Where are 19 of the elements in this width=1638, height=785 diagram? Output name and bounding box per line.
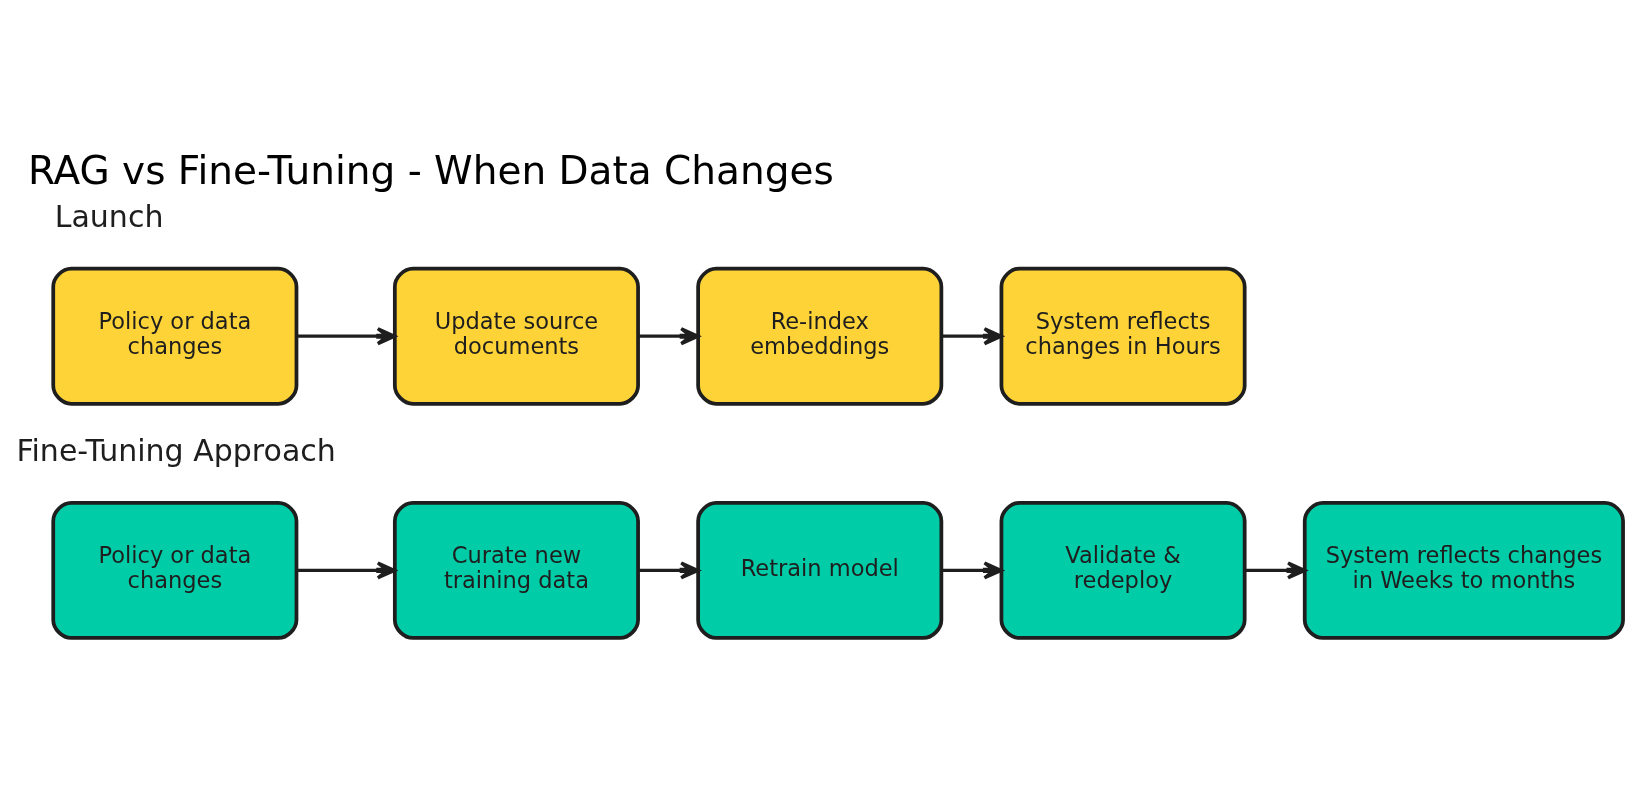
arrow xyxy=(296,561,397,580)
node-box: Retrain model xyxy=(696,501,944,640)
label: Fine-Tuning Approach xyxy=(16,432,336,468)
arrow xyxy=(941,327,1003,346)
arrow xyxy=(941,561,1003,580)
arrow xyxy=(1245,561,1307,580)
node-box: Update source documents xyxy=(392,266,640,406)
node-box: System reflects changes in Hours xyxy=(999,266,1247,406)
node-box: Policy or data changes xyxy=(51,266,299,406)
arrow xyxy=(638,561,700,580)
node-box: Validate & redeploy xyxy=(999,501,1247,640)
diagram-title: RAG vs Fine-Tuning - When Data Changes xyxy=(27,148,834,194)
node-box: Curate new training data xyxy=(392,501,640,640)
node-box: Re-index embeddings xyxy=(696,266,944,406)
node-box: Policy or data changes xyxy=(51,501,299,640)
label: Launch xyxy=(54,198,164,234)
arrow xyxy=(296,327,397,346)
arrow xyxy=(638,327,700,346)
node-box: System reflects changes in Weeks to months xyxy=(1302,501,1625,640)
